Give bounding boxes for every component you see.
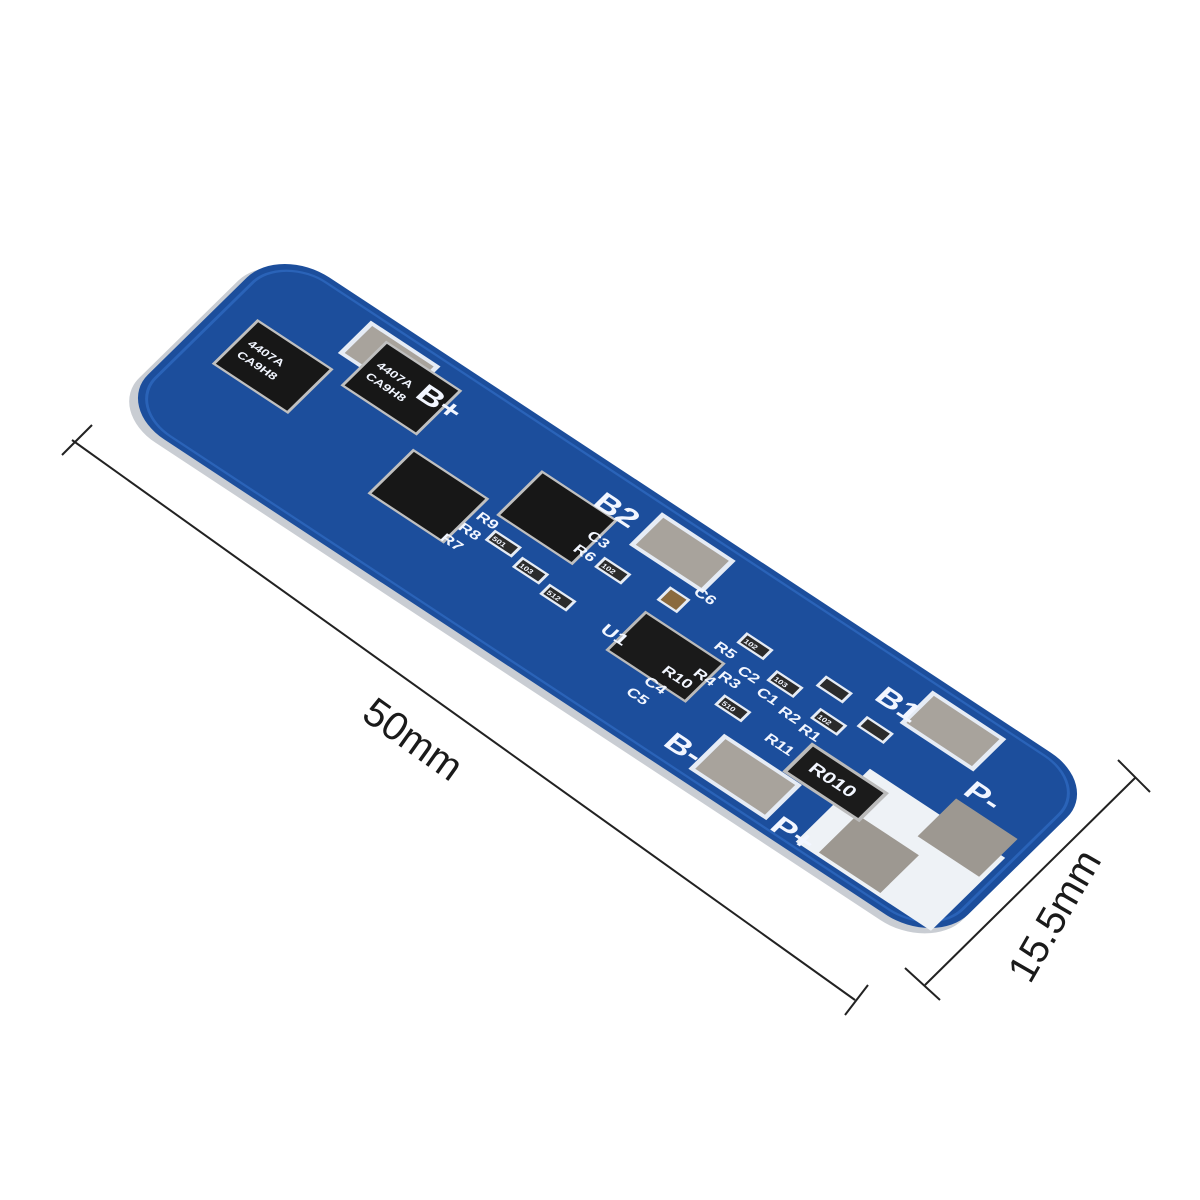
pad-b1 (899, 690, 1007, 772)
length-tick-end (844, 984, 869, 1016)
length-dimension (61, 424, 869, 1016)
width-dimension-line (924, 777, 1136, 986)
pad-p-minus (917, 798, 1018, 877)
pcb-board: R010 4407A CA9H8 4407A CA9H8 U1 (129, 263, 1078, 934)
width-dimension (904, 759, 1151, 1001)
mosfet-group (211, 318, 619, 566)
length-dimension-line (71, 439, 856, 1001)
mosfet (496, 470, 619, 566)
width-tick-start (904, 967, 941, 1001)
width-tick-end (1117, 759, 1151, 793)
smd-components (484, 529, 895, 744)
pad-b-minus (688, 733, 803, 821)
mosfet (340, 340, 463, 436)
mosfet (211, 318, 334, 415)
pad-b2 (628, 512, 736, 594)
length-label: 50mm (355, 690, 471, 790)
pad-p-plus (818, 814, 919, 894)
board-surface (137, 263, 1078, 929)
mosfet (367, 448, 490, 544)
shunt-resistor (782, 742, 889, 823)
length-tick-start (61, 424, 93, 456)
u1-chip (605, 610, 726, 703)
